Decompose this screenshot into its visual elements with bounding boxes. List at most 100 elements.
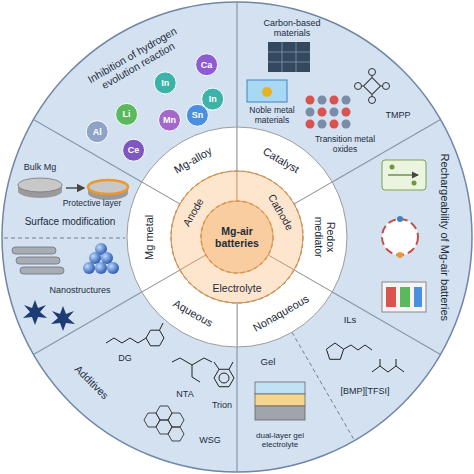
nanospheres: [83, 262, 95, 274]
nanospheres: [95, 243, 107, 255]
section-title: Inhibition of hydrogen evolution reactio…: [72, 17, 198, 104]
nta-molecule: [172, 358, 212, 365]
element-ball: [196, 54, 218, 76]
dashed-ring: [201, 201, 273, 273]
nta-molecule: [192, 365, 200, 382]
graphene-sheet: [156, 406, 172, 420]
element-symbol: In: [202, 94, 224, 104]
nanorods: [12, 247, 56, 254]
nanospheres: [101, 252, 113, 264]
mediator-panel: [382, 160, 426, 190]
oxide-lattice: [342, 108, 351, 117]
redox-cycle: [397, 216, 403, 222]
part-label: Trion: [205, 400, 239, 410]
node-shape: [142, 127, 237, 204]
trion-molecule: [229, 362, 233, 369]
element-ball: [202, 88, 224, 110]
bmp-cation: [326, 343, 343, 359]
node-label: Catalyst: [252, 140, 310, 181]
process-arrow: [66, 187, 84, 188]
trion-molecule: [214, 362, 219, 369]
oxide-lattice: [330, 120, 339, 129]
sector-divider: [34, 292, 142, 355]
graphene-sheet: [168, 427, 184, 441]
mediator-panel: [390, 165, 395, 170]
oxide-lattice: [318, 108, 327, 117]
mediator-panel: [388, 174, 418, 175]
node-label: Mg-air batteries: [207, 225, 267, 249]
node-shape: [294, 182, 347, 292]
redox-cycle: [397, 252, 403, 258]
part-label: Bulk Mg: [15, 162, 65, 172]
coated-mg-disk: [88, 180, 128, 200]
bmp-cation: [326, 343, 372, 359]
sector-divider: [34, 2, 441, 472]
nanospheres: [89, 252, 101, 264]
carbon-material: [268, 42, 310, 72]
graphene-sheet: [156, 420, 172, 434]
tmpp-molecule: [369, 97, 376, 104]
oxide-lattice: [306, 108, 315, 117]
node-shape: [201, 201, 273, 273]
part-label: Transition metal oxides: [309, 135, 381, 155]
tmpp-molecule: [372, 95, 373, 97]
element-balls: [86, 54, 224, 162]
noble-metal: [262, 87, 272, 97]
nanospheres: [107, 262, 119, 274]
tfsi-anion: [396, 359, 397, 366]
node-label: Anode: [177, 189, 209, 233]
oxide-lattice: [318, 120, 327, 129]
section-title: Surface modification: [14, 216, 126, 228]
tmpp-molecule: [355, 83, 362, 90]
node-label: Mg-alloy: [164, 140, 222, 181]
nanorods: [12, 247, 64, 274]
nanostars: [51, 306, 75, 331]
element-ball: [154, 72, 176, 94]
element-symbol: Al: [86, 127, 108, 137]
noble-metal: [247, 80, 287, 102]
oxide-lattice: [306, 96, 351, 129]
node-label: Nonaqueous: [248, 290, 315, 336]
part-label: [BMP][TFSI]: [330, 386, 400, 396]
part-label: Noble metal materials: [240, 106, 304, 126]
element-ball: [186, 104, 208, 126]
bmp-cation: [344, 345, 372, 350]
nanostars: [23, 300, 47, 325]
section-title: Rechargeability of Mg-air batteries: [438, 129, 451, 344]
dg-molecule: [146, 330, 164, 346]
dg-molecule: [160, 323, 164, 330]
gel-layers: [255, 382, 305, 394]
element-symbol: Ce: [123, 145, 145, 155]
element-ball: [86, 121, 108, 143]
tmpp-molecule: [372, 75, 373, 77]
redox-cycle: [382, 216, 418, 258]
trion-molecule: [214, 362, 234, 387]
mediator-panel: [412, 181, 417, 186]
battery-panel: [400, 287, 410, 307]
part-label: Gel: [253, 357, 283, 368]
node-shape: [237, 171, 303, 270]
trion-molecule: [219, 373, 229, 383]
bulk-mg-disk: [18, 185, 62, 198]
node-shape: [142, 270, 237, 347]
node-label: Aqueous: [164, 293, 222, 334]
oxide-lattice: [330, 108, 339, 117]
node-label: Mg metal: [143, 207, 156, 267]
sector-divider: [236, 347, 237, 472]
oxide-lattice: [342, 120, 351, 129]
